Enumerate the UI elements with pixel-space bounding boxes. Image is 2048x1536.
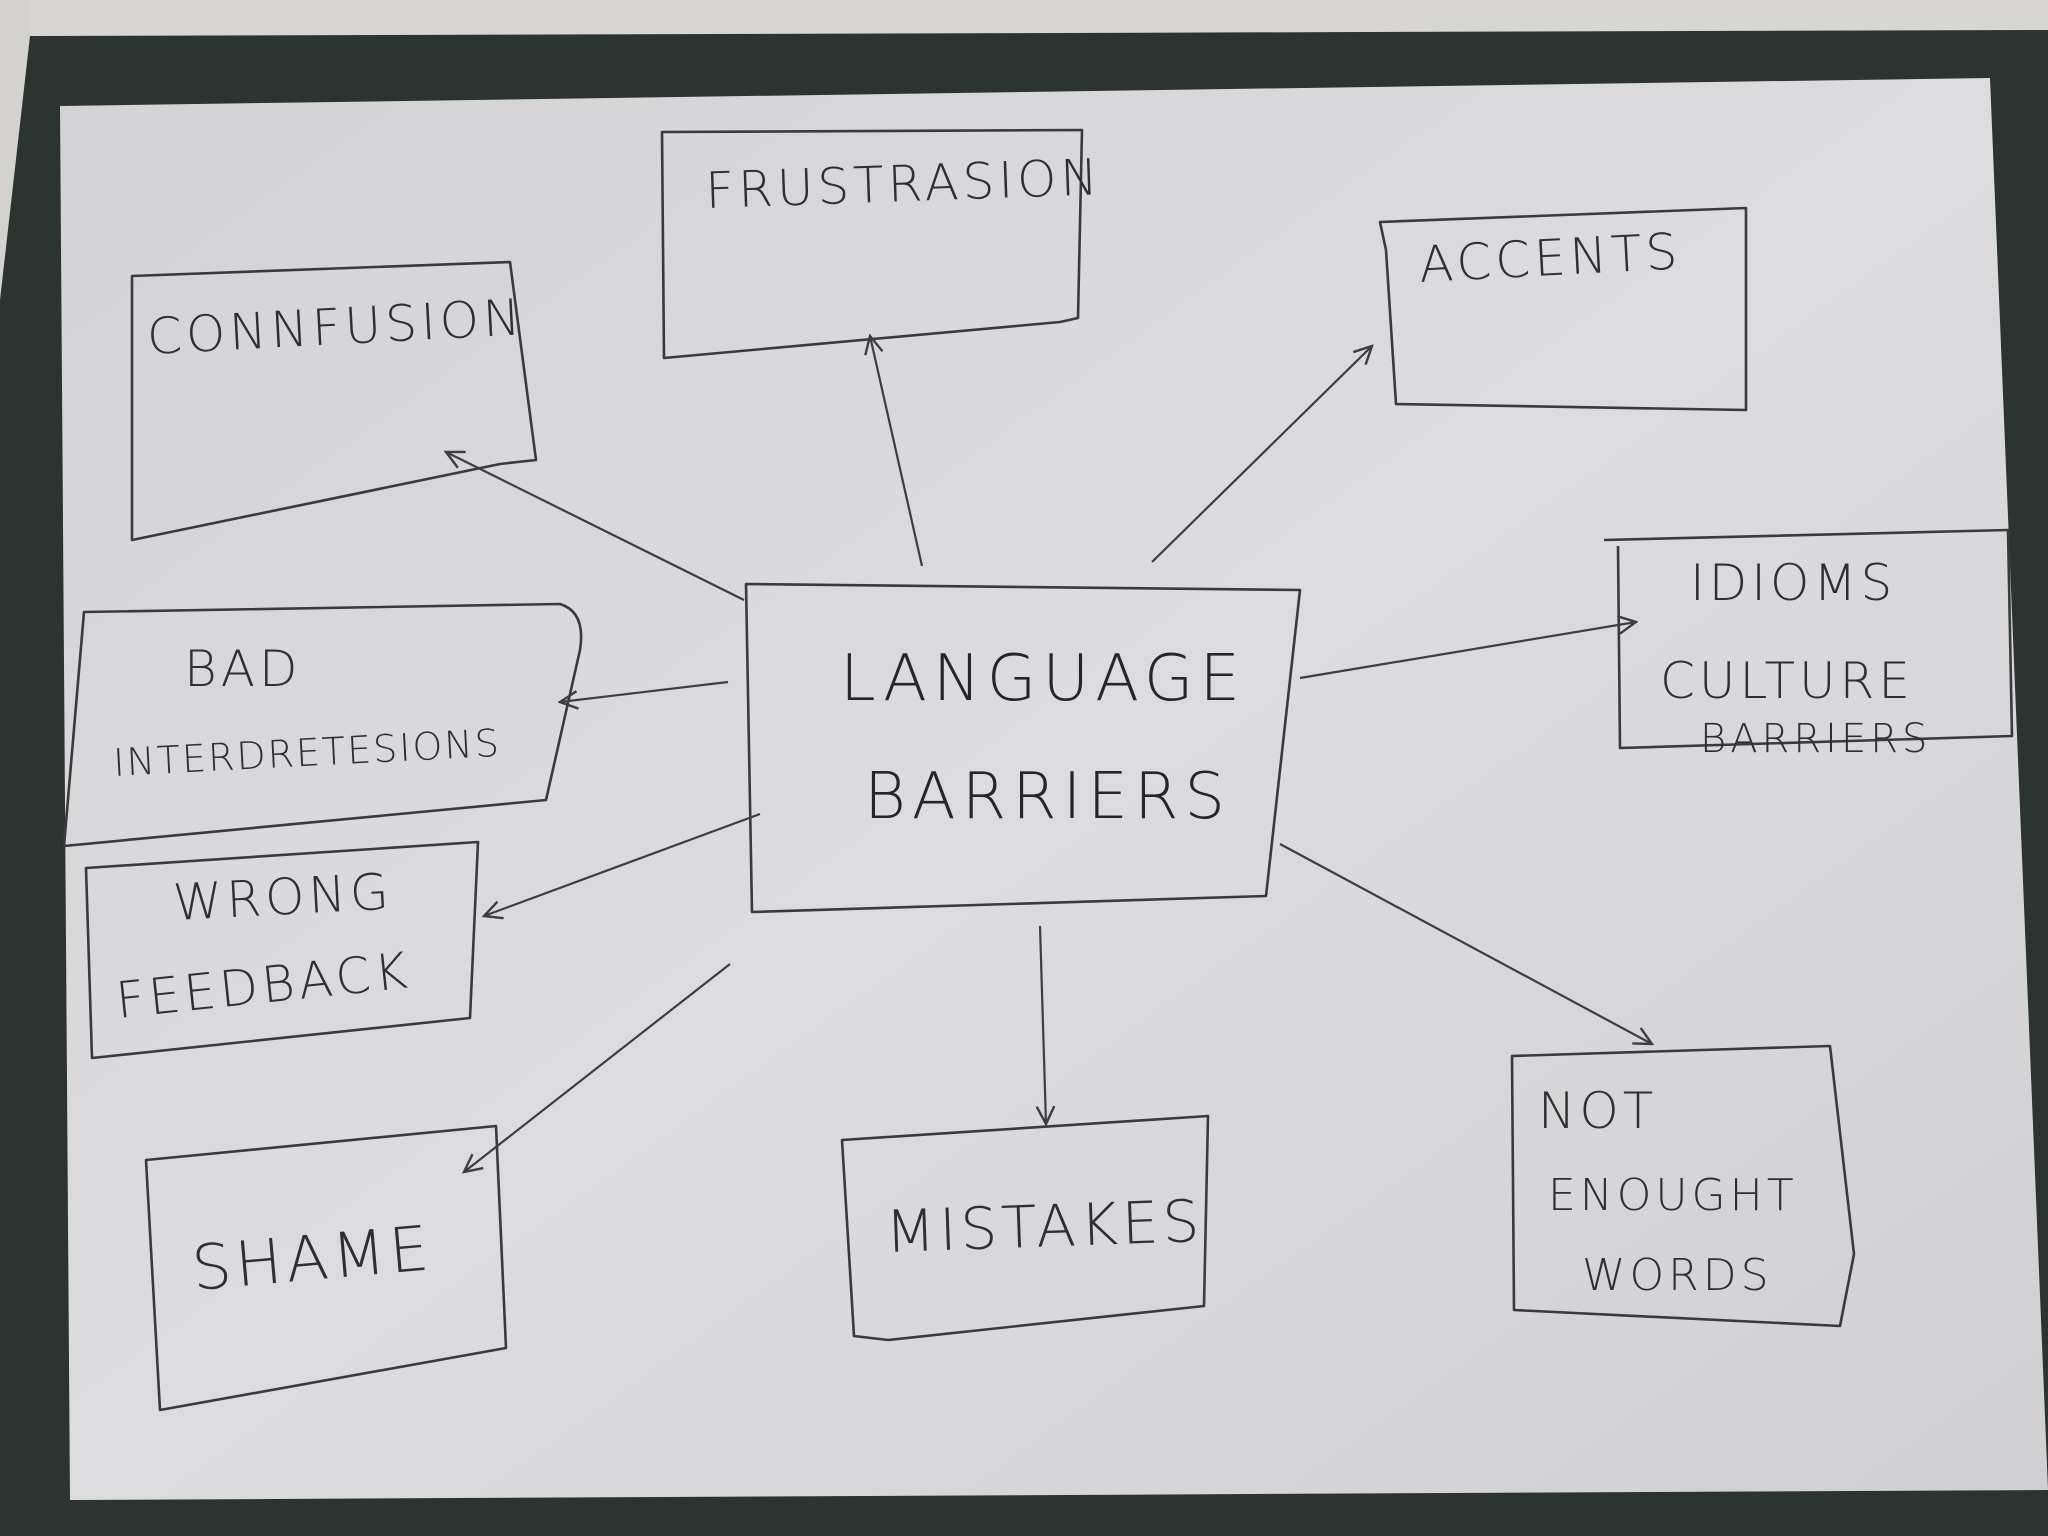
arrow-to-idioms: [1299, 622, 1636, 680]
arrow-to-shame: [464, 963, 731, 1172]
label-barriers: BARRIERS: [864, 760, 1231, 834]
arrow-to-mistakes: [1040, 925, 1046, 1124]
label-wrong: WRONG: [172, 863, 394, 932]
box-bad-interpretations: [62, 602, 583, 848]
arrow-to-not-enough-words: [1279, 843, 1652, 1044]
label-culture: CULTURE: [1660, 652, 1914, 710]
box-idioms: [1603, 528, 2014, 750]
label-frustration: FRUSTRASION: [704, 148, 1102, 220]
label-language: LANGUAGE: [840, 642, 1246, 716]
box-confusion: [130, 260, 538, 542]
box-mistakes: [840, 1114, 1210, 1342]
arrow-to-frustration: [870, 336, 924, 567]
label-bad: BAD: [184, 640, 301, 698]
box-language-barriers: [744, 582, 1302, 914]
arrow-to-accents: [1151, 346, 1372, 563]
label-mistakes: MISTAKES: [884, 1187, 1204, 1266]
box-shame: [144, 1124, 508, 1412]
box-not-enough-words: [1510, 1044, 1856, 1328]
label-not: NOT: [1538, 1082, 1657, 1140]
box-wrong-feedback: [84, 840, 480, 1060]
label-enough: ENOUGHT: [1548, 1170, 1798, 1221]
box-accents: [1378, 206, 1748, 412]
arrow-to-confusion: [446, 452, 745, 601]
label-idioms: IDIOMS: [1690, 554, 1896, 612]
arrow-to-bad-interpretations: [560, 680, 729, 702]
label-accents: ACCENTS: [1418, 222, 1683, 294]
paper-sheet: [60, 78, 2048, 1500]
arrow-to-wrong-feedback: [484, 812, 761, 916]
label-words: WORDS: [1582, 1250, 1773, 1301]
label-barriers-small: BARRIERS: [1700, 716, 1931, 762]
box-frustration: [660, 128, 1084, 360]
